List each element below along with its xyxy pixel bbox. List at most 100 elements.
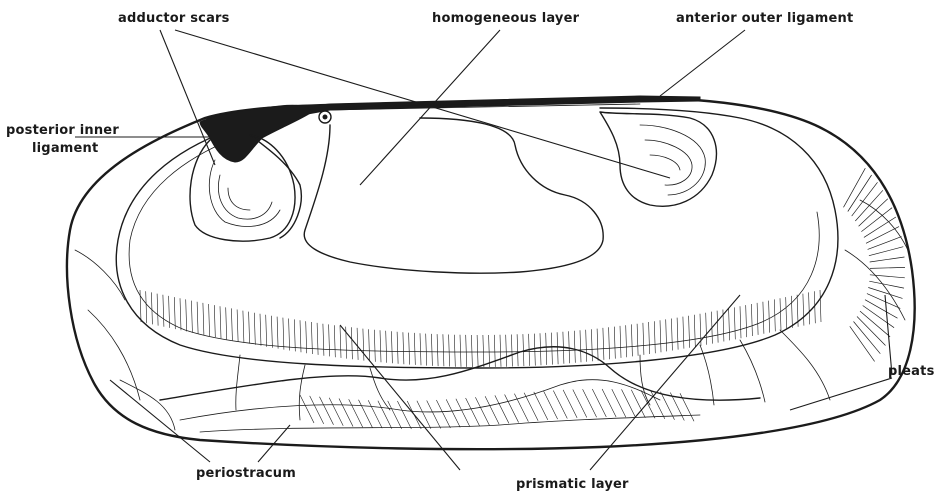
ventral-folds: [75, 200, 910, 432]
striation-line: [454, 335, 455, 367]
leader-adductor-posterior: [160, 30, 215, 165]
striation-line: [586, 330, 587, 362]
radial-line: [869, 247, 903, 256]
fold-hatch-line: [310, 396, 324, 424]
striation-line: [683, 317, 684, 349]
striation-line: [420, 333, 421, 365]
striation-line: [169, 296, 170, 328]
striation-line: [603, 328, 604, 360]
label-homogeneous-layer: homogeneous layer: [432, 11, 580, 26]
striation-line: [780, 298, 781, 330]
striation-line: [403, 332, 404, 364]
striation-line: [666, 319, 667, 351]
striation-line: [214, 305, 215, 337]
leader-lines: [75, 30, 892, 470]
radial-line: [863, 306, 894, 328]
label-anterior-outer-ligament: anterior outer ligament: [676, 11, 853, 26]
striation-line: [363, 329, 364, 361]
striation-line: [534, 334, 535, 366]
radial-line: [868, 237, 902, 250]
striation-line: [477, 335, 478, 367]
striation-line: [620, 326, 621, 358]
striation-line: [386, 331, 387, 363]
striation-line: [397, 332, 398, 364]
striation-line: [163, 295, 164, 327]
striation-line: [254, 313, 255, 345]
anterior-adductor-scar: [600, 112, 716, 206]
striation-line: [140, 290, 141, 322]
striation-line: [523, 334, 524, 366]
striation-line: [340, 326, 341, 358]
striation-line: [351, 327, 352, 359]
posterior-ligament-mass: [200, 105, 312, 162]
striation-line: [409, 333, 410, 365]
fold-hatch-line: [320, 397, 334, 425]
striation-line: [706, 313, 707, 345]
striation-line: [517, 334, 518, 366]
striation-line: [237, 310, 238, 342]
radial-line: [870, 275, 905, 278]
radial-line: [870, 267, 905, 268]
striation-line: [500, 335, 501, 367]
striation-line: [494, 335, 495, 367]
striation-line: [694, 315, 695, 347]
striation-line: [809, 292, 810, 324]
striation-line: [717, 311, 718, 343]
striation-line: [814, 291, 815, 323]
fold-hatch-line: [475, 397, 489, 425]
striation-line: [677, 318, 678, 350]
striation-line: [151, 292, 152, 324]
label-adductor-scars: adductor scars: [118, 11, 230, 26]
striation-line: [506, 335, 507, 367]
striation-line: [689, 316, 690, 348]
striation-line: [626, 325, 627, 357]
striation-line: [540, 333, 541, 365]
striation-line: [323, 324, 324, 356]
striation-line: [180, 298, 181, 330]
striation-line: [449, 335, 450, 367]
striation-line: [580, 330, 581, 362]
striation-line: [329, 324, 330, 356]
homogeneous-layer-outline: [304, 118, 603, 273]
radial-line: [866, 227, 899, 244]
striation-line: [751, 304, 752, 336]
striation-line: [569, 331, 570, 363]
striation-line: [557, 332, 558, 364]
striation-line: [209, 304, 210, 336]
striation-line: [460, 335, 461, 367]
fold-hatch-line: [485, 396, 499, 424]
label-posterior-inner-ligament-line2: ligament: [32, 141, 98, 156]
striation-line: [203, 303, 204, 335]
striation-line: [146, 291, 147, 323]
fold-hatch-line: [680, 393, 694, 421]
striation-line: [249, 312, 250, 344]
striation-line: [511, 335, 512, 367]
striation-line: [277, 317, 278, 349]
prismatic-striations: [140, 290, 821, 367]
striation-line: [614, 327, 615, 359]
striation-line: [734, 307, 735, 339]
striation-line: [546, 333, 547, 365]
leader-adductor-anterior: [175, 30, 670, 178]
striation-line: [174, 297, 175, 329]
fold-hatch-line: [300, 395, 314, 423]
striation-line: [820, 290, 821, 322]
striation-line: [437, 334, 438, 366]
striation-line: [380, 330, 381, 362]
striation-line: [289, 319, 290, 351]
striation-line: [757, 303, 758, 335]
striation-line: [746, 305, 747, 337]
radial-line: [864, 217, 896, 237]
striation-line: [769, 301, 770, 333]
fold-hatch-line: [495, 395, 509, 423]
striation-line: [266, 315, 267, 347]
striation-line: [260, 314, 261, 346]
radial-line: [870, 257, 905, 262]
striation-line: [243, 311, 244, 343]
label-pleats: pleats: [888, 364, 935, 379]
striation-line: [791, 296, 792, 328]
striation-line: [220, 306, 221, 338]
striation-line: [226, 307, 227, 339]
striation-line: [191, 301, 192, 333]
fold-hatch-line: [339, 399, 353, 427]
